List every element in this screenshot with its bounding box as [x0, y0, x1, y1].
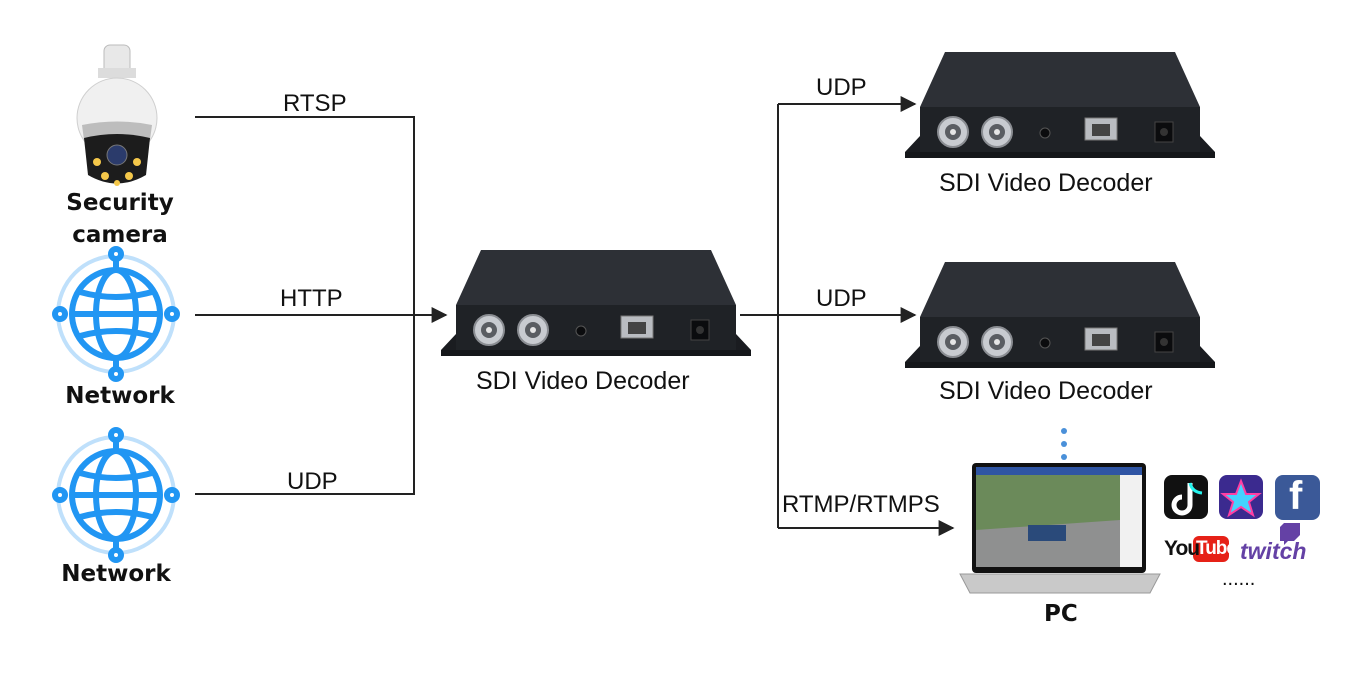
pc-label: PC [1044, 601, 1078, 627]
more-platforms: ...... [1222, 568, 1256, 590]
decoder-1-title: SDI Video Decoder [939, 169, 1153, 197]
security-camera-label: Security camera [50, 187, 190, 251]
camera-label-line2: camera [72, 222, 168, 248]
input-lines [195, 116, 448, 495]
protocol-udp-in: UDP [287, 468, 338, 495]
twitch-icon [1280, 523, 1300, 545]
tiktok-icon [1164, 475, 1208, 519]
facebook-icon [1275, 475, 1320, 520]
network-label-1: Network [65, 383, 175, 409]
protocol-udp-out-2: UDP [816, 285, 867, 312]
network-label-2: Network [61, 561, 171, 587]
globe-network-icon [52, 246, 180, 382]
youtube-icon [1193, 536, 1229, 562]
youtube-text-b: Tube [1196, 538, 1237, 559]
protocol-rtsp: RTSP [283, 90, 347, 117]
decoder-device-1 [904, 51, 1216, 159]
facebook-glyph: f [1289, 474, 1303, 518]
center-decoder-device [440, 249, 752, 357]
decoder-2-title: SDI Video Decoder [939, 377, 1153, 405]
center-device-title: SDI Video Decoder [476, 367, 690, 395]
youtube-text-a: You [1164, 537, 1200, 560]
ptz-security-camera-icon [76, 44, 158, 186]
line-udp-in [195, 315, 415, 495]
more-decoders-dots [1061, 428, 1067, 460]
protocol-udp-out-1: UDP [816, 74, 867, 101]
line-rtsp [195, 116, 415, 315]
protocol-rtmp: RTMP/RTMPS [782, 491, 940, 518]
kwai-icon [1219, 475, 1263, 519]
camera-label-line1: Security [66, 190, 174, 216]
twitch-wordmark: twitch [1240, 538, 1307, 564]
laptop-pc-icon [959, 463, 1161, 594]
decoder-device-2 [904, 261, 1216, 369]
protocol-http: HTTP [280, 285, 343, 312]
output-lines [740, 96, 955, 536]
globe-network-icon [52, 427, 180, 563]
